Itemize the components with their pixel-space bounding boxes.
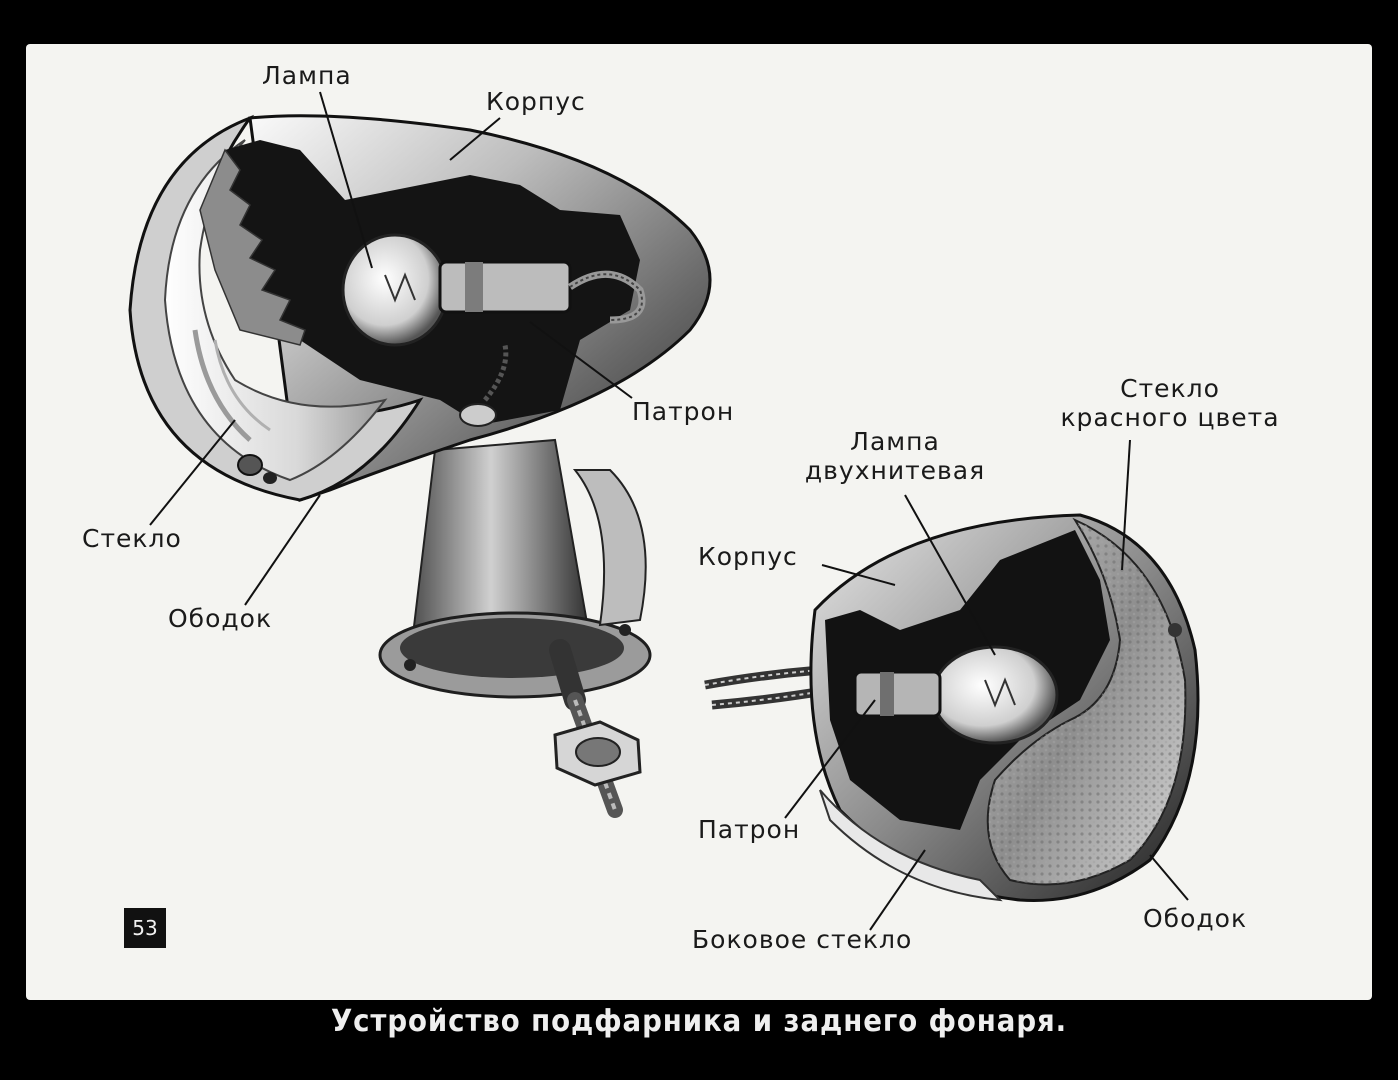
label-taillight-lamp-line1: Лампа [850,427,940,456]
label-sidelight-glass: Стекло [82,524,182,553]
label-taillight-side-glass: Боковое стекло [692,925,913,954]
label-taillight-red-glass: Стекло красного цвета [1040,374,1300,433]
label-taillight-lamp: Лампа двухнитевая [790,427,1000,486]
label-sidelight-socket: Патрон [632,397,735,426]
label-sidelight-lamp: Лампа [262,61,352,90]
label-taillight-red-glass-line1: Стекло [1120,374,1220,403]
label-taillight-lamp-line2: двухнитевая [804,455,986,485]
label-taillight-housing: Корпус [698,542,798,571]
page-number-badge: 53 [124,908,166,948]
label-taillight-rim: Ободок [1143,904,1248,933]
label-sidelight-rim: Ободок [168,604,273,633]
label-sidelight-housing: Корпус [486,87,586,116]
sidelight-illustration [128,91,712,818]
label-taillight-socket: Патрон [698,815,801,844]
label-taillight-red-glass-line2: красного цвета [1060,402,1280,432]
taillight-illustration [704,439,1200,931]
slide-caption: Устройство подфарника и заднего фонаря. [330,1004,1068,1039]
